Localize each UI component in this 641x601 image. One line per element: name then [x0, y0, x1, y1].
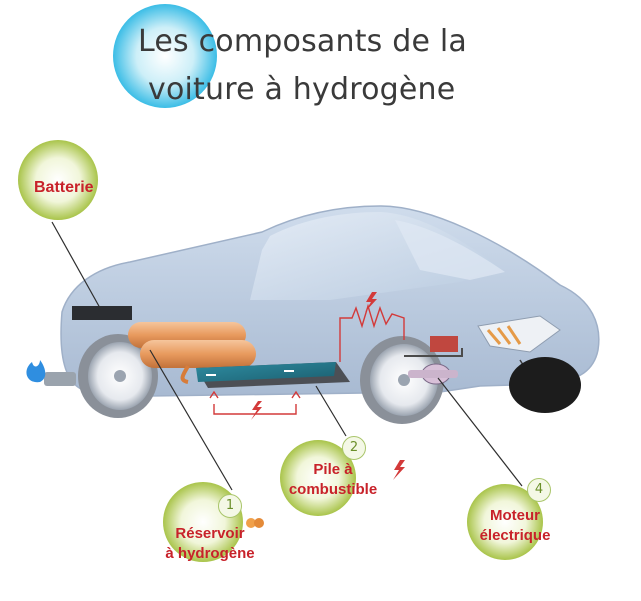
motor-label-line1: Moteur — [490, 507, 540, 524]
hydrogen-tank — [128, 322, 256, 384]
battery-bubble — [18, 140, 98, 220]
tank-label-line2: à hydrogène — [165, 545, 255, 562]
leader-lines — [51, 221, 523, 491]
fuelcell-label: Pile à combustible — [270, 460, 396, 500]
front-tire-far — [509, 357, 581, 413]
flame-icon — [26, 360, 46, 383]
battery-label: Batterie — [34, 179, 94, 196]
motor-number: 4 — [527, 478, 551, 502]
fuel-cell — [196, 362, 350, 388]
circuit-upper — [339, 303, 405, 362]
lightning-icon-small — [393, 460, 405, 480]
electric-motor — [404, 336, 463, 385]
fuelcell-number: 2 — [342, 436, 366, 460]
fuelcell-label-line2: combustible — [288, 481, 378, 498]
fuelcell-bubble — [280, 440, 356, 516]
motor-label-line2: électrique — [479, 527, 551, 544]
front-wheel — [360, 336, 444, 424]
lightning-icon — [251, 401, 262, 420]
diagram-title-line1: Les composants de la — [138, 24, 467, 59]
rear-wheel — [78, 334, 158, 418]
tank-number: 1 — [218, 494, 242, 518]
motor-bubble — [467, 484, 543, 560]
motor-label: Moteur électrique — [460, 506, 570, 546]
lightning-icon-top — [365, 292, 377, 312]
tank-label-line1: Réservoir — [175, 525, 245, 542]
fuelcell-label-line1: Pile à — [313, 461, 353, 478]
tank-label: Réservoir à hydrogène — [150, 524, 270, 564]
title-bubble — [113, 4, 217, 108]
battery-block — [72, 306, 132, 320]
diagram-title-line2: voiture à hydrogène — [148, 72, 456, 107]
hydrogen-molecule-icon — [246, 518, 264, 528]
exhaust-pipe — [44, 372, 76, 386]
